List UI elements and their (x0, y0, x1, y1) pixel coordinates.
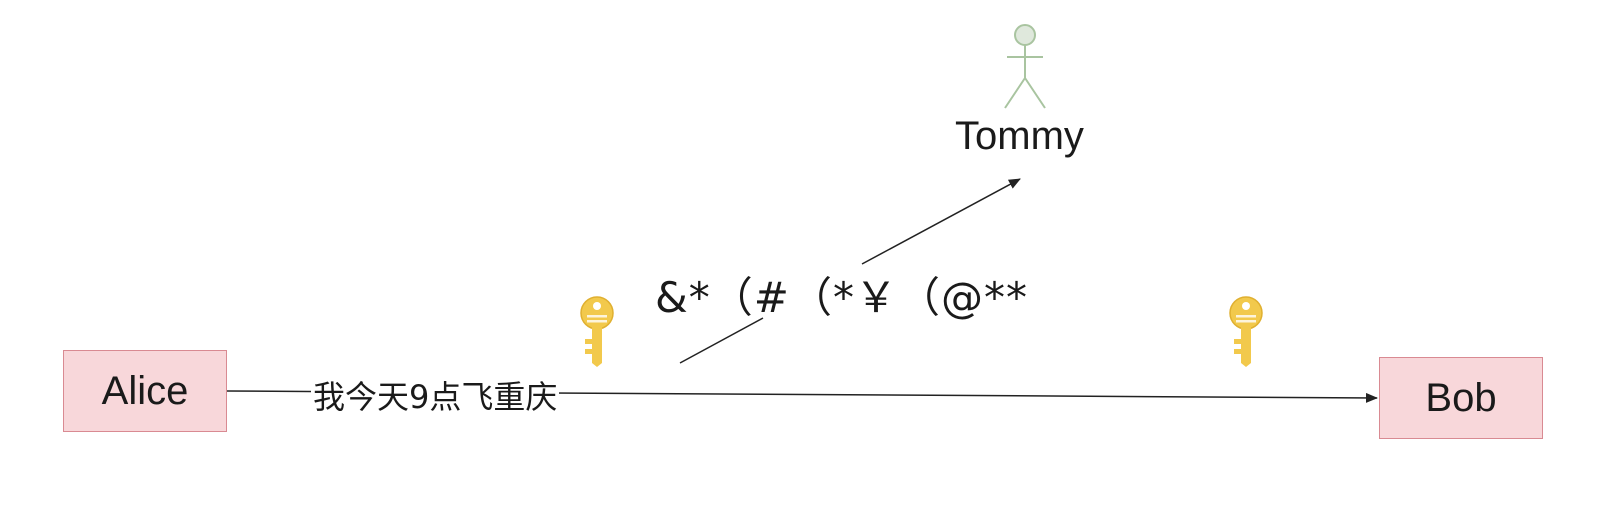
bob-node: Bob (1379, 357, 1543, 439)
ciphertext-message: &*（#（*￥（@** (655, 273, 1028, 322)
plaintext-message: 我今天9点飞重庆 (311, 372, 560, 418)
intercept-arrow-to-tommy (861, 178, 1021, 265)
bob-label: Bob (1425, 375, 1497, 420)
alice-node: Alice (63, 350, 227, 432)
key-icon (580, 296, 614, 367)
intercept-line-lower (679, 317, 764, 364)
stick-figure-icon (1004, 24, 1046, 109)
alice-label: Alice (101, 368, 189, 413)
key-icon (1229, 296, 1263, 367)
tommy-label: Tommy (955, 114, 1084, 158)
